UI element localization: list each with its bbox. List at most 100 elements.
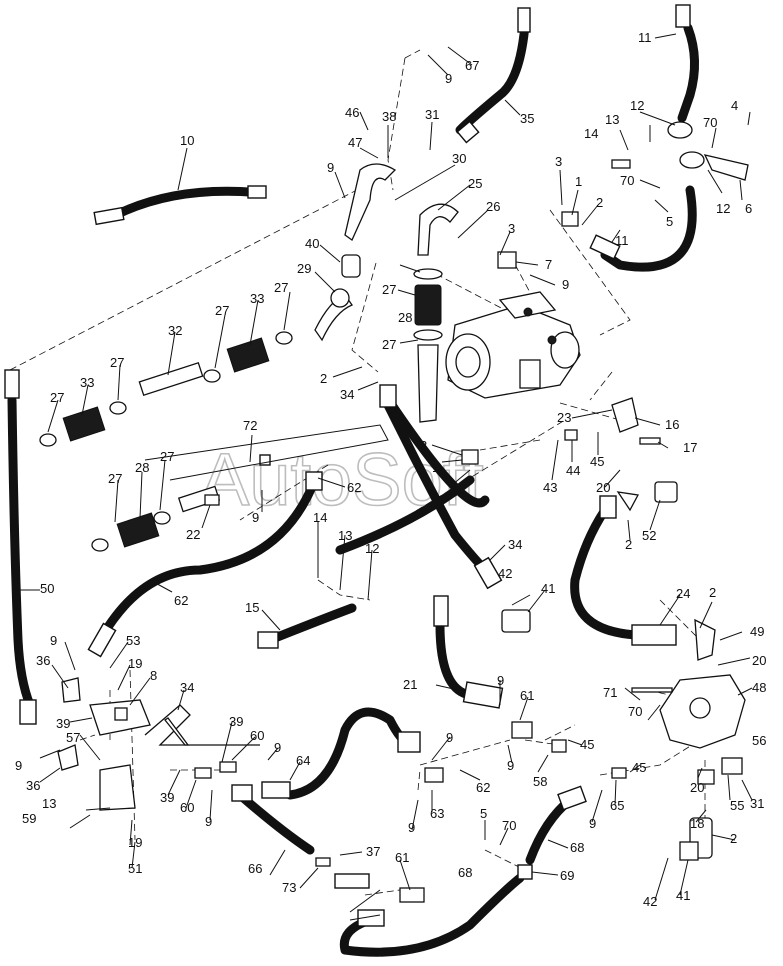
callout: 1 [575, 174, 582, 189]
callout: 27 [108, 471, 122, 486]
callout: 1 [432, 460, 439, 475]
callout: 27 [110, 355, 124, 370]
callout: 33 [250, 291, 264, 306]
callout: 2 [450, 484, 457, 499]
callout: 62 [476, 780, 490, 795]
callout: 64 [296, 753, 310, 768]
hose-34-lower [387, 400, 490, 508]
callout: 72 [243, 418, 257, 433]
callout: 31 [750, 796, 764, 811]
callout: 59 [22, 811, 36, 826]
callout: 52 [642, 528, 656, 543]
callout: 69 [560, 868, 574, 883]
callout-leaders [20, 33, 753, 921]
filter-assembly [314, 163, 459, 423]
callout: 27 [382, 337, 396, 352]
callout: 45 [580, 737, 594, 752]
callout: 55 [730, 798, 744, 813]
callout: 36 [36, 653, 50, 668]
callout: 26 [486, 199, 500, 214]
callout: 9 [562, 277, 569, 292]
hose-34-upper [383, 400, 495, 580]
callout: 9 [589, 816, 596, 831]
callout: 49 [750, 624, 764, 639]
callout: 33 [80, 375, 94, 390]
callout: 12 [630, 98, 644, 113]
callout: 70 [620, 173, 634, 188]
callout: 19 [128, 835, 142, 850]
callout: 14 [313, 510, 327, 525]
callout-numbers: 10 11 11 12 12 12 13 13 13 14 14 4 70 70… [15, 30, 766, 909]
hose-11-lower [600, 185, 697, 272]
hydraulic-pump-icon [445, 291, 581, 399]
callout: 9 [15, 758, 22, 773]
callout: 3 [508, 221, 515, 236]
hose-66 [235, 790, 315, 855]
callout: 60 [250, 728, 264, 743]
callout: 41 [676, 888, 690, 903]
callout: 2 [730, 831, 737, 846]
callout: 11 [615, 233, 629, 248]
callout: 67 [465, 58, 479, 73]
callout: 9 [50, 633, 57, 648]
callout: 9 [327, 160, 334, 175]
callout: 7 [545, 257, 552, 272]
callout: 34 [180, 680, 194, 695]
lower-left-valve-and-bracket [57, 677, 444, 903]
callout: 43 [543, 480, 557, 495]
callout: 61 [395, 850, 409, 865]
callout: 9 [445, 71, 452, 86]
callout: 31 [425, 107, 439, 122]
callout: 70 [502, 818, 516, 833]
callout: 9 [497, 673, 504, 688]
callout: 40 [305, 236, 319, 251]
callout: 63 [430, 806, 444, 821]
callout: 62 [174, 593, 188, 608]
callout: 65 [610, 798, 624, 813]
callout: 46 [345, 105, 359, 120]
callout: 12 [365, 541, 379, 556]
callout: 16 [665, 417, 679, 432]
callout: 71 [603, 685, 617, 700]
callout: 57 [66, 730, 80, 745]
callout: 21 [403, 677, 417, 692]
hose-11-upper [677, 23, 700, 123]
filter-icon [414, 284, 442, 326]
callout: 22 [186, 527, 200, 542]
callout: 70 [628, 704, 642, 719]
callout: 42 [498, 566, 512, 581]
callout: 20 [752, 653, 766, 668]
callout: 50 [40, 581, 54, 596]
callout: 39 [56, 716, 70, 731]
hose-21 [435, 620, 475, 700]
callout: 58 [533, 774, 547, 789]
callout: 34 [340, 387, 354, 402]
callout: 45 [590, 454, 604, 469]
callout: 28 [398, 310, 412, 325]
callout: 39 [160, 790, 174, 805]
callout: 68 [570, 840, 584, 855]
callout: 27 [215, 303, 229, 318]
callout: 9 [252, 510, 259, 525]
fitting-16 [611, 397, 639, 433]
bracket-57 [99, 764, 136, 811]
callout: 8 [150, 668, 157, 683]
callout: 19 [128, 656, 142, 671]
callout: 25 [468, 176, 482, 191]
hose-24 [570, 505, 640, 640]
callout: 34 [508, 537, 522, 552]
callout: 3 [420, 438, 427, 453]
callout: 68 [458, 865, 472, 880]
callout: 13 [42, 796, 56, 811]
callout: 18 [690, 816, 704, 831]
callout: 17 [683, 440, 697, 455]
callout: 2 [320, 371, 327, 386]
callout: 56 [752, 733, 766, 748]
callout: 66 [248, 861, 262, 876]
callout: 41 [541, 581, 555, 596]
callout: 5 [480, 806, 487, 821]
callout: 30 [452, 151, 466, 166]
hoses [7, 20, 700, 957]
